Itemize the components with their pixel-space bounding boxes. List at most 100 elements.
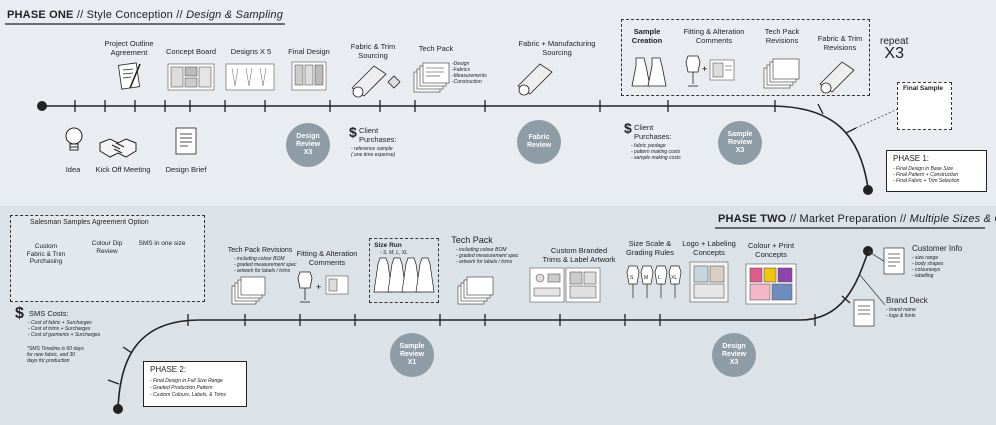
- pen-paper-icon: [117, 62, 141, 90]
- step-label: Concept Board: [165, 47, 217, 56]
- repeat-word: repeat: [880, 36, 909, 47]
- step-label: Kick Off Meeting: [95, 165, 151, 174]
- brand-deck-title: Brand Deck: [886, 296, 928, 305]
- concept-board-icon: [167, 63, 215, 91]
- sms-timeline-note: *SMS Timeline is 60 days for new fabric,…: [27, 346, 84, 364]
- final-sample-connector: [855, 107, 901, 129]
- timeline-start-dot: [37, 101, 47, 111]
- review-circle: Sample Review X3: [718, 121, 762, 165]
- brand-deck-connector: [859, 274, 886, 306]
- step-label: Tech Pack Revisions: [227, 247, 293, 254]
- brand-deck-doc-icon: [853, 299, 875, 327]
- header-separator: //: [176, 9, 183, 21]
- tech-pack-revisions-icon: [231, 276, 266, 305]
- sms-agreement-box: [10, 215, 205, 302]
- design-brief-icon: [175, 127, 197, 155]
- phase-two-subtitle-2: Multiple Sizes & Colous: [909, 213, 996, 225]
- phase-one-summary-title: PHASE 1:: [893, 154, 930, 163]
- logo-concepts-icon: [689, 261, 729, 303]
- sms-item-label: Custom Fabric & Trim Purchasing: [26, 243, 66, 265]
- size-run-box: [369, 238, 439, 303]
- phase-one-header: PHASE ONE // Style Conception // Design …: [7, 9, 283, 21]
- client-purchases-title: Client Purchases:: [359, 126, 397, 144]
- phase-two-ticks: [107, 295, 851, 385]
- phase-two-subtitle: Market Preparation: [799, 213, 897, 225]
- sample-creation-box: [621, 19, 870, 96]
- tech-pack-icon: [763, 58, 800, 89]
- comments-photo-icon: [709, 59, 735, 81]
- fabric-roll-icon: [819, 61, 855, 94]
- phase-two-timeline: [117, 251, 869, 410]
- size-run-garments-icon: [373, 257, 435, 293]
- step-label: Logo + Labeling Concepts: [682, 239, 736, 257]
- lightbulb-icon: [65, 127, 83, 151]
- tech-pack-revisions-label: Tech Pack Revisions: [764, 27, 800, 45]
- step-label: Size Scale & Grading Rules: [626, 239, 674, 257]
- header-separator: //: [76, 9, 84, 21]
- phase-two-summary-title: PHASE 2:: [150, 365, 187, 374]
- step-label: Fabric & Trim Sourcing: [350, 42, 396, 60]
- review-circle: Design Review X3: [712, 333, 756, 377]
- step-label: Custom Branded Trims & Label Artwork: [542, 246, 616, 264]
- sample-dress-icon: [631, 57, 667, 87]
- tech-pack-icon: [457, 276, 494, 305]
- customer-info-title: Customer Info: [912, 244, 963, 253]
- brand-deck-item: - logo & fonts: [886, 313, 916, 319]
- phase-two-summary-item: - Custom Colours, Labels, & Trims: [150, 392, 227, 398]
- size-run-label: Size Run: [374, 242, 402, 249]
- trims-artwork-icon: [529, 267, 601, 303]
- size-tag: M: [644, 275, 649, 281]
- step-notes: - including colour BOM - graded measurem…: [234, 256, 297, 274]
- step-label: Fabric + Manufacturing Sourcing: [518, 39, 596, 57]
- plus-symbol: +: [702, 64, 707, 74]
- designs-sketch-icon: [225, 63, 275, 91]
- customer-info-item: - colourways: [912, 267, 941, 273]
- repeat-count: X3: [884, 45, 904, 62]
- review-circle: Fabric Review: [517, 120, 561, 164]
- phase-two-summary: PHASE 2: - Final Design in Full Size Ran…: [143, 361, 247, 407]
- dollar-icon: $: [624, 120, 632, 136]
- final-sample-box: [897, 82, 952, 130]
- tech-pack-icon: [413, 62, 450, 93]
- repeat-note: repeat X3: [880, 36, 909, 62]
- review-circle: Design Review X3: [286, 123, 330, 167]
- header-separator: //: [899, 213, 907, 225]
- sms-box-title: Salesman Samples Agreement Option: [30, 219, 149, 226]
- phase-one-summary-item: - Final Fabric + Trim Selection: [893, 178, 960, 184]
- step-label: Tech Pack: [451, 235, 493, 245]
- phase-one-ticks: [74, 100, 857, 134]
- step-label: Project Outline Agreement: [104, 39, 154, 57]
- phase-two-start-dot: [113, 404, 123, 414]
- sample-creation-label: Sample Creation: [631, 27, 663, 45]
- step-label: Final Design: [288, 47, 330, 56]
- step-label: Tech Pack: [418, 44, 454, 53]
- sms-costs-title: SMS Costs:: [29, 309, 69, 318]
- step-label: Design Brief: [165, 165, 207, 174]
- timeline-end-dot: [863, 185, 873, 195]
- size-tag: S: [630, 275, 634, 281]
- phase-one-summary: PHASE 1: - Final Design in Base Size - F…: [886, 150, 987, 192]
- phase-two-summary-item: - Final Design in Full Size Range: [150, 378, 223, 384]
- phase-one-band: [0, 0, 996, 206]
- dress-form-icon: [685, 55, 701, 87]
- phase-one-summary-item: - Final Pattern + Construction: [893, 172, 959, 178]
- phase-one-timeline: [42, 105, 869, 189]
- size-tag: L: [658, 275, 661, 281]
- client-purchases-notes: - reference sample ( one time expense): [351, 146, 396, 158]
- size-run-notes: - S, M, L, XL: [380, 250, 408, 256]
- sms-item-label: SMS in one size: [138, 240, 186, 247]
- fitting-alteration-label: Fitting & Alteration Comments: [683, 27, 745, 45]
- phase-one-subtitle-2: Design & Sampling: [186, 9, 284, 21]
- review-circle: Sample Review X1: [390, 333, 434, 377]
- customer-info-item: - body shapes: [912, 261, 944, 267]
- final-sample-label: Final Sample: [902, 85, 944, 92]
- customer-info-doc-icon: [883, 247, 905, 275]
- dollar-icon: $: [15, 305, 24, 322]
- step-label: Designs X 5: [230, 47, 272, 56]
- brand-deck-item: - brand name: [886, 307, 916, 313]
- colour-print-concepts-icon: [745, 263, 797, 305]
- customer-info-item: - size range: [912, 255, 939, 261]
- dress-form-icon: [297, 271, 313, 303]
- sms-cost-item: - Cost of garments + Surcharges: [28, 332, 101, 338]
- tech-pack-notes: -Design -Fabrics -Measurements -Construc…: [452, 61, 487, 85]
